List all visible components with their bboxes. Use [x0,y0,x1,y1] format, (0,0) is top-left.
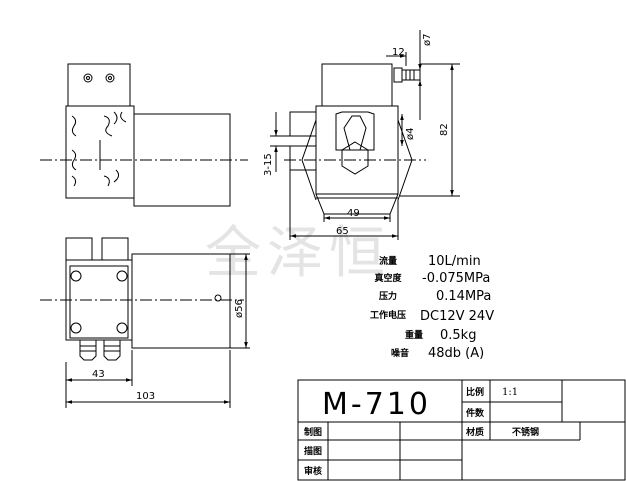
dim-3-15: 3-15 [263,153,274,176]
spec-label-voltage: 工作电压 [370,309,406,321]
dim-d56: ø56 [234,299,245,318]
title-block [297,379,626,481]
traced-label: 描图 [304,445,322,457]
material-label: 材质 [465,426,484,438]
nozzle [401,69,421,81]
dim-49: 49 [347,208,360,219]
spec-label-weight: 重量 [405,329,423,341]
motor-cap [321,63,393,107]
dim-43: 43 [92,369,105,380]
port-left [65,237,93,261]
spec-label-pressure: 压力 [379,290,397,302]
port-upper [289,111,317,137]
dimension-lines-top-right [270,30,460,240]
scale-label: 比例 [466,386,484,398]
spec-label-vacuum: 真空度 [374,272,402,284]
motor-hole [214,294,222,302]
screw-bl [70,322,82,334]
screw-tr [116,270,128,282]
dim-d7: ø7 [422,34,433,46]
material-value: 不锈钢 [512,426,539,438]
spec-value-noise: 48db (A) [428,346,484,361]
spec-value-voltage: DC12V 24V [420,309,494,324]
hex-nut [341,141,369,175]
count-label: 件数 [466,407,485,419]
pump-side-view-top-left [40,63,248,207]
port-lower [289,145,317,171]
dim-65: 65 [336,226,349,237]
mounting-bracket [67,63,131,107]
screw-tl [70,270,82,282]
model-number: M-710 [322,387,431,422]
scale-value: 1:1 [502,387,518,398]
port-right [101,237,129,261]
spec-value-flow: 10L/min [428,254,481,269]
motor-body-bottom [131,253,231,349]
dim-12: 12 [392,47,405,58]
spec-list: 流量 10L/min 真空度 -0.075MPa 压力 0.14MPa 工作电压… [370,254,494,361]
bracket-hole-left [83,73,93,83]
dimension-lines-bottom-left [65,253,250,408]
spec-label-noise: 噪音 [391,347,409,359]
screw-br [116,322,128,334]
spec-label-flow: 流量 [379,255,397,267]
dim-d4: ø4 [405,128,416,140]
spec-value-vacuum: -0.075MPa [422,271,490,286]
spec-value-weight: 0.5kg [440,328,476,343]
bracket-hole-right [105,73,115,83]
spec-value-pressure: 0.14MPa [436,289,491,304]
pump-bottom-view [40,237,244,361]
dim-82: 82 [439,123,450,136]
drawn-label: 制图 [304,426,322,438]
dim-103: 103 [136,391,155,402]
review-label: 审核 [304,465,322,477]
